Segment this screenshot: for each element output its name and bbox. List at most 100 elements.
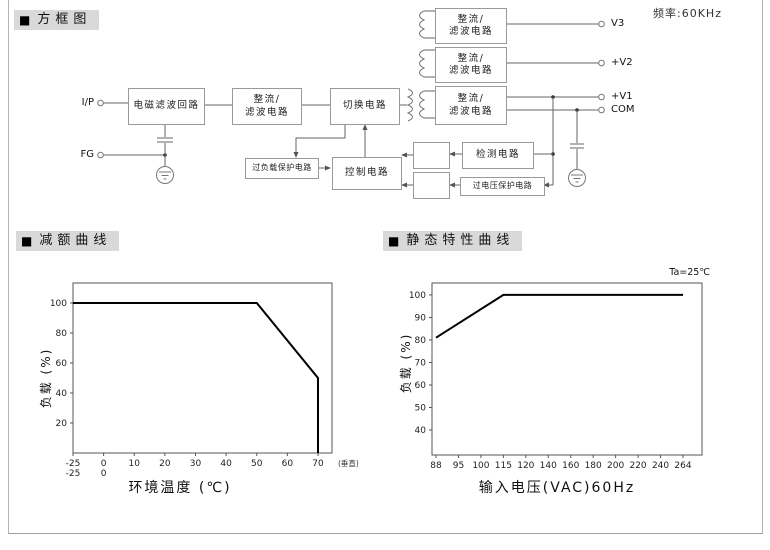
x-tick-label: 70: [312, 459, 324, 469]
block-label: 整流/: [457, 93, 485, 105]
x-tick-label: 240: [652, 461, 669, 471]
terminal-circle-v2: [598, 59, 605, 67]
terminal-label-v2: +V2: [611, 57, 633, 68]
x-tick-label: 264: [674, 461, 691, 471]
y-tick-label: 100: [409, 291, 426, 301]
terminal-circle-com: [598, 106, 605, 114]
block-switching: 切换电路: [330, 88, 400, 125]
y-tick-label: 50: [415, 403, 427, 413]
terminal-circle-v3: [598, 20, 605, 28]
x-tick-label: 100: [472, 461, 489, 471]
ambient-temp-annotation: Ta=25℃: [669, 267, 710, 278]
block-optocoupler-1: [413, 142, 450, 169]
block-label: 整流/: [253, 94, 281, 106]
earth-ground-icon: [568, 169, 586, 187]
terminal-circle-fg: [97, 151, 104, 159]
block-label: 检测电路: [475, 149, 520, 161]
terminal-label-v1: +V1: [611, 91, 633, 102]
x-axis-title: 输入电压(VAC)60Hz: [478, 480, 636, 496]
block-rectifier-v1: 整流/ 滤波电路: [435, 86, 507, 125]
block-detection: 检测电路: [462, 142, 534, 169]
block-rectifier-filter: 整流/ 滤波电路: [232, 88, 302, 125]
block-label: 整流/: [457, 52, 485, 64]
x-tick-label: 30: [190, 459, 202, 469]
y-tick-label: 40: [56, 389, 68, 399]
x-tick-label: 60: [282, 459, 294, 469]
plot-frame: [431, 282, 703, 456]
y-tick-label: 20: [56, 419, 68, 429]
section-title-block-diagram: ■ 方框图: [14, 10, 100, 30]
y-tick-label: 70: [415, 358, 427, 368]
data-curve: [435, 293, 683, 339]
transformer-icon: [406, 10, 435, 122]
y-tick-label: 90: [415, 313, 427, 323]
block-overload-protection: 过负载保护电路: [245, 158, 319, 179]
x-tick-label-row2: 0: [101, 469, 107, 479]
y-tick-label: 40: [415, 426, 427, 436]
data-curve: [73, 302, 319, 453]
section-marker-icon: ■: [19, 12, 31, 27]
terminal-circle-v1: [598, 93, 605, 101]
section-title-derating: ■ 减额曲线: [16, 231, 120, 251]
block-overvoltage-protection: 过电压保护电路: [460, 177, 545, 196]
x-tick-label: 0: [101, 459, 107, 469]
derating-chart-canvas: -25 0 10 20 30 40 50 60 70 -25 0 (垂直) 20 40 60 80 100: [50, 282, 359, 479]
x-tick-label: 220: [629, 461, 646, 471]
x-axis-note: (垂直): [338, 458, 359, 468]
terminal-label-v3: V3: [611, 18, 625, 29]
x-tick-label: 40: [220, 459, 232, 469]
block-label: 滤波电路: [448, 105, 493, 117]
section-marker-icon: ■: [388, 233, 400, 248]
x-tick-label: 10: [129, 459, 141, 469]
terminal-label-ip: I/P: [81, 97, 94, 108]
section-title-label: 减额曲线: [39, 233, 112, 248]
block-label: 控制电路: [344, 167, 389, 179]
block-label: 过电压保护电路: [472, 181, 533, 191]
y-axis-title: 负载 (%): [399, 332, 413, 394]
y-axis-title: 负载 (%): [39, 347, 53, 409]
x-tick-label: 200: [607, 461, 624, 471]
y-tick-label: 100: [50, 299, 67, 309]
block-label: 切换电路: [342, 100, 387, 112]
block-rectifier-v3: 整流/ 滤波电路: [435, 8, 507, 44]
terminal-circle-ip: [97, 99, 104, 107]
section-title-label: 静态特性曲线: [406, 233, 515, 248]
x-tick-label: 160: [562, 461, 579, 471]
x-tick-label: 115: [495, 461, 512, 471]
block-label: 电磁滤波回路: [133, 100, 200, 112]
terminal-label-fg: FG: [80, 149, 94, 160]
terminal-label-com: COM: [611, 104, 635, 115]
section-title-static-curve: ■ 静态特性曲线: [383, 231, 523, 251]
derating-chart: -25 0 10 20 30 40 50 60 70 -25 0 (垂直) 20 40 60 80 100 负载…: [30, 265, 380, 510]
x-tick-label: 20: [159, 459, 171, 469]
switching-frequency-note: 频率:60KHz: [653, 7, 722, 20]
block-label: 滤波电路: [448, 65, 493, 76]
block-control: 控制电路: [332, 157, 402, 190]
earth-ground-icon: [156, 166, 174, 184]
x-tick-label: 95: [453, 461, 464, 471]
x-axis-title: 环境温度 (℃): [128, 480, 232, 496]
block-emi-filter: 电磁滤波回路: [128, 88, 205, 125]
section-title-label: 方框图: [37, 12, 92, 27]
block-label: 滤波电路: [448, 26, 493, 37]
capacitor-icon: [570, 110, 584, 169]
y-tick-label: 80: [415, 336, 427, 346]
x-tick-label: 120: [517, 461, 534, 471]
x-tick-label-row2: -25: [66, 469, 81, 479]
plot-frame: [72, 282, 333, 454]
x-tick-label: -25: [66, 459, 81, 469]
y-tick-label: 60: [415, 381, 427, 391]
capacitor-icon: [157, 123, 173, 167]
page-frame: [8, 0, 763, 534]
section-marker-icon: ■: [21, 233, 33, 248]
x-tick-label: 50: [251, 459, 263, 469]
block-label: 整流/: [457, 13, 485, 25]
block-label: 过负载保护电路: [252, 163, 312, 173]
x-tick-label: 140: [540, 461, 557, 471]
block-rectifier-v2: 整流/ 滤波电路: [435, 47, 507, 83]
y-tick-label: 60: [56, 359, 68, 369]
y-tick-label: 80: [56, 329, 68, 339]
